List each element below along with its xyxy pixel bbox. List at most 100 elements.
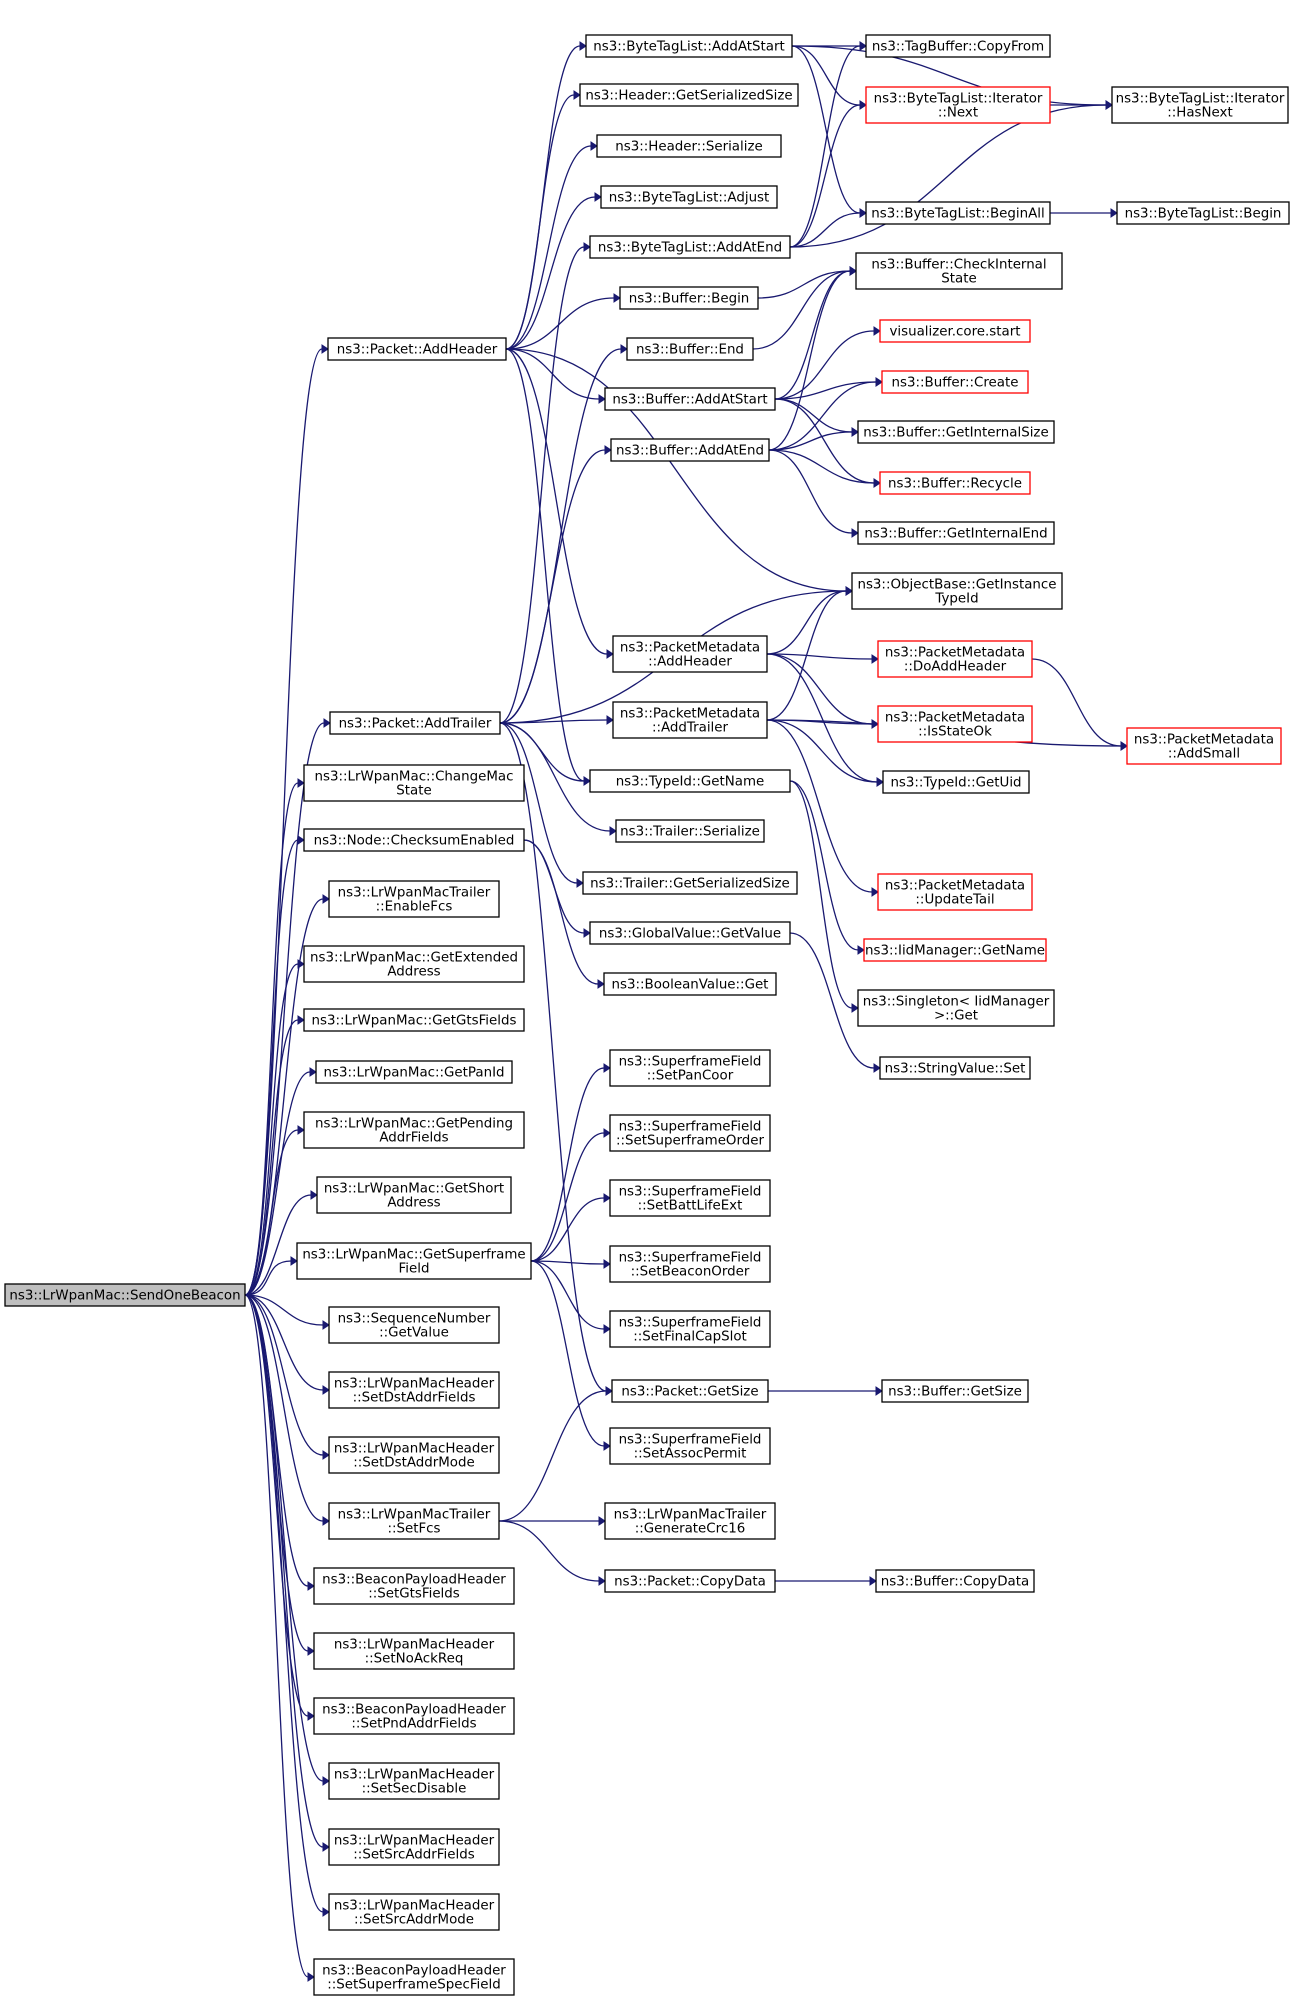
node-sf_setfinalcapslot[interactable]: ns3::SuperframeField::SetFinalCapSlot	[609, 1310, 771, 1348]
node-typeid_getname[interactable]: ns3::TypeId::GetName	[589, 769, 791, 793]
edge-path	[774, 381, 877, 400]
node-buf_recycle[interactable]: ns3::Buffer::Recycle	[879, 471, 1031, 495]
node-seqgetvalue[interactable]: ns3::SequenceNumber::GetValue	[328, 1306, 500, 1344]
node-pm_addtrailer[interactable]: ns3::PacketMetadata::AddTrailer	[612, 701, 768, 739]
node-box	[589, 769, 791, 793]
node-hdr_getserializedsize[interactable]: ns3::Header::GetSerializedSize	[579, 83, 799, 107]
node-box	[604, 1569, 776, 1593]
node-btl_adjust[interactable]: ns3::ByteTagList::Adjust	[600, 185, 778, 209]
node-setfcs[interactable]: ns3::LrWpanMacTrailer::SetFcs	[328, 1502, 500, 1540]
node-vis_start[interactable]: visualizer.core.start	[879, 319, 1031, 343]
node-btl_beginall[interactable]: ns3::ByteTagList::BeginAll	[865, 201, 1051, 225]
edge-path	[530, 1260, 605, 1447]
node-setsrcaddrmode[interactable]: ns3::LrWpanMacHeader::SetSrcAddrMode	[328, 1893, 500, 1931]
node-buf_addatend[interactable]: ns3::Buffer::AddAtEnd	[610, 438, 770, 462]
node-addheader[interactable]: ns3::Packet::AddHeader	[327, 337, 507, 361]
node-buf_create[interactable]: ns3::Buffer::Create	[881, 370, 1029, 394]
edge-path	[766, 719, 873, 893]
node-pm_addheader[interactable]: ns3::PacketMetadata::AddHeader	[612, 635, 768, 673]
node-checksumenabled[interactable]: ns3::Node::ChecksumEnabled	[303, 828, 525, 852]
node-setgtsfields[interactable]: ns3::BeaconPayloadHeader::SetGtsFields	[313, 1567, 515, 1605]
arrow-head-icon	[869, 1576, 877, 1586]
arrow-head-icon	[857, 945, 865, 955]
node-label-line: ::AddHeader	[648, 655, 732, 670]
node-iid_getname[interactable]: ns3::IidManager::GetName	[863, 938, 1047, 962]
node-root: ns3::LrWpanMac::SendOneBeacon	[4, 1283, 246, 1307]
node-trl_serialize[interactable]: ns3::Trailer::Serialize	[615, 819, 765, 843]
node-label-line: >::Get	[934, 1009, 978, 1024]
node-pkt_getsize[interactable]: ns3::Packet::GetSize	[611, 1379, 769, 1403]
node-btli_hasnext[interactable]: ns3::ByteTagList::Iterator::HasNext	[1111, 86, 1289, 124]
node-pm_isstateok[interactable]: ns3::PacketMetadata::IsStateOk	[877, 705, 1033, 743]
node-buf_getinternalend[interactable]: ns3::Buffer::GetInternalEnd	[857, 521, 1055, 545]
node-label-line: ns3::Buffer::CopyData	[881, 1575, 1029, 1590]
node-box	[316, 1176, 512, 1214]
node-label-line: ns3::Buffer::AddAtEnd	[616, 444, 764, 459]
node-typeid_getuid[interactable]: ns3::TypeId::GetUid	[882, 770, 1030, 794]
node-label-line: ns3::LrWpanMacHeader	[334, 1768, 495, 1783]
edge-path	[244, 898, 324, 1296]
call-edge-getsuperframefield-to-sf_setassocpermit	[530, 1260, 611, 1451]
node-sf_setsuperframeorder[interactable]: ns3::SuperframeField::SetSuperframeOrder	[609, 1114, 771, 1152]
node-sf_setbeaconorder[interactable]: ns3::SuperframeField::SetBeaconOrder	[609, 1245, 771, 1283]
node-pm_doaddheader[interactable]: ns3::PacketMetadata::DoAddHeader	[877, 640, 1033, 678]
node-singleton_get[interactable]: ns3::Singleton< IidManager>::Get	[857, 989, 1055, 1027]
node-setdstaddrfields[interactable]: ns3::LrWpanMacHeader::SetDstAddrFields	[328, 1371, 500, 1409]
arrow-head-icon	[598, 1516, 606, 1526]
node-btl_addatend[interactable]: ns3::ByteTagList::AddAtEnd	[589, 235, 791, 259]
node-setdstaddrmode[interactable]: ns3::LrWpanMacHeader::SetDstAddrMode	[328, 1436, 500, 1474]
node-setnoackreq[interactable]: ns3::LrWpanMacHeader::SetNoAckReq	[313, 1632, 515, 1670]
arrow-head-icon	[849, 266, 857, 276]
node-buf_addatstart[interactable]: ns3::Buffer::AddAtStart	[604, 387, 776, 411]
node-setsrcaddrfields[interactable]: ns3::LrWpanMacHeader::SetSrcAddrFields	[328, 1828, 500, 1866]
node-label-line: ::SetNoAckReq	[365, 1652, 464, 1667]
node-buf_getsize[interactable]: ns3::Buffer::GetSize	[881, 1379, 1029, 1403]
node-btl_addatstart[interactable]: ns3::ByteTagList::AddAtStart	[585, 34, 793, 58]
arrow-head-icon	[873, 478, 881, 488]
node-setsecdisable[interactable]: ns3::LrWpanMacHeader::SetSecDisable	[328, 1762, 500, 1800]
node-buf_begin[interactable]: ns3::Buffer::Begin	[619, 286, 759, 310]
node-setpndaddrfields[interactable]: ns3::BeaconPayloadHeader::SetPndAddrFiel…	[313, 1697, 515, 1735]
node-gv_getvalue[interactable]: ns3::GlobalValue::GetValue	[589, 921, 791, 945]
node-buf_end[interactable]: ns3::Buffer::End	[626, 337, 754, 361]
node-getgtsfields[interactable]: ns3::LrWpanMac::GetGtsFields	[303, 1008, 525, 1032]
arrow-head-icon	[297, 1015, 305, 1025]
node-bool_get[interactable]: ns3::BooleanValue::Get	[603, 972, 777, 996]
node-trl_generatecrc16[interactable]: ns3::LrWpanMacTrailer::GenerateCrc16	[604, 1502, 776, 1540]
node-sf_setassocpermit[interactable]: ns3::SuperframeField::SetAssocPermit	[609, 1427, 771, 1465]
node-getpanid[interactable]: ns3::LrWpanMac::GetPanId	[315, 1060, 513, 1084]
arrow-head-icon	[620, 344, 628, 354]
arrow-head-icon	[603, 1128, 611, 1138]
edge-path	[789, 932, 875, 1069]
call-edge-root-to-setsecdisable	[244, 1294, 330, 1786]
node-addtrailer[interactable]: ns3::Packet::AddTrailer	[329, 711, 501, 735]
node-pkt_copydata[interactable]: ns3::Packet::CopyData	[604, 1569, 776, 1593]
node-pm_updatetail[interactable]: ns3::PacketMetadata::UpdateTail	[877, 873, 1033, 911]
edge-path	[530, 1260, 605, 1265]
node-tagbuf_copyfrom[interactable]: ns3::TagBuffer::CopyFrom	[865, 34, 1051, 58]
node-buf_getinternalsize[interactable]: ns3::Buffer::GetInternalSize	[857, 420, 1055, 444]
node-sf_setbattlifeext[interactable]: ns3::SuperframeField::SetBattLifeExt	[609, 1179, 771, 1217]
call-edge-buf_addatend-to-buf_recycle	[768, 449, 881, 488]
edge-path	[752, 270, 851, 350]
node-btl_begin[interactable]: ns3::ByteTagList::Begin	[1116, 201, 1290, 225]
node-trl_getserializedsize[interactable]: ns3::Trailer::GetSerializedSize	[582, 871, 798, 895]
node-setsuperframespecfield[interactable]: ns3::BeaconPayloadHeader::SetSuperframeS…	[313, 1958, 515, 1996]
node-hdr_serialize[interactable]: ns3::Header::Serialize	[596, 134, 782, 158]
node-buf_copydata[interactable]: ns3::Buffer::CopyData	[875, 1569, 1035, 1593]
node-sv_set[interactable]: ns3::StringValue::Set	[879, 1056, 1031, 1080]
node-enablefcs[interactable]: ns3::LrWpanMacTrailer::EnableFcs	[328, 880, 500, 918]
node-pm_addsmall[interactable]: ns3::PacketMetadata::AddSmall	[1126, 727, 1282, 765]
node-btli_next[interactable]: ns3::ByteTagList::Iterator::Next	[865, 86, 1051, 124]
node-sf_setpancoor[interactable]: ns3::SuperframeField::SetPanCoor	[609, 1049, 771, 1087]
edge-path	[244, 1194, 312, 1296]
edge-path	[244, 1294, 309, 1587]
node-box	[328, 1436, 500, 1474]
